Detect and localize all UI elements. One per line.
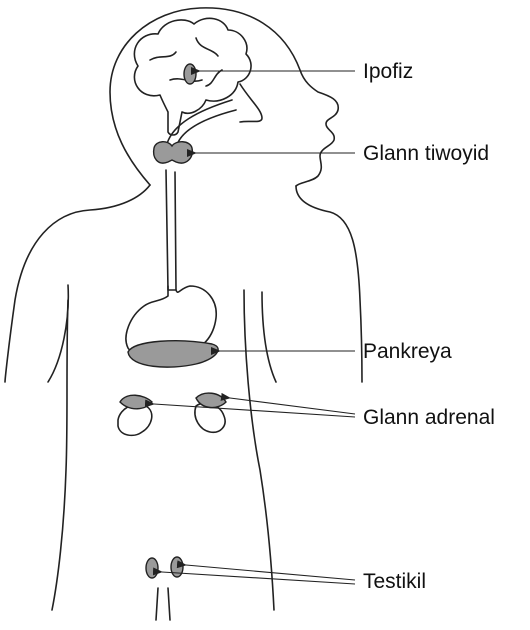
leader-line-testis-left [162, 572, 355, 584]
label-thyroid: Glann tiwoyid [363, 143, 489, 164]
thyroid-gland [154, 142, 193, 163]
testis-right [171, 557, 183, 577]
esophagus [166, 170, 176, 290]
label-adrenal: Glann adrenal [363, 407, 495, 428]
adrenal-gland-left [120, 395, 152, 409]
adrenal-gland-right [196, 393, 226, 408]
leg-inner [156, 588, 170, 620]
torso-right [244, 290, 274, 610]
body-outline-right [296, 186, 362, 382]
label-pituitary: Ipofiz [363, 61, 413, 82]
pancreas [128, 341, 218, 367]
nasal-passage [240, 84, 262, 122]
left-arm-line [48, 285, 68, 382]
pituitary-gland [184, 64, 196, 84]
testis-left [146, 558, 158, 578]
label-pancreas: Pankreya [363, 341, 452, 362]
torso-left [52, 300, 68, 610]
label-testes: Testikil [363, 571, 426, 592]
leader-line-adrenal-right [230, 398, 355, 414]
right-arm-line [262, 292, 276, 382]
head-outline [110, 8, 338, 186]
